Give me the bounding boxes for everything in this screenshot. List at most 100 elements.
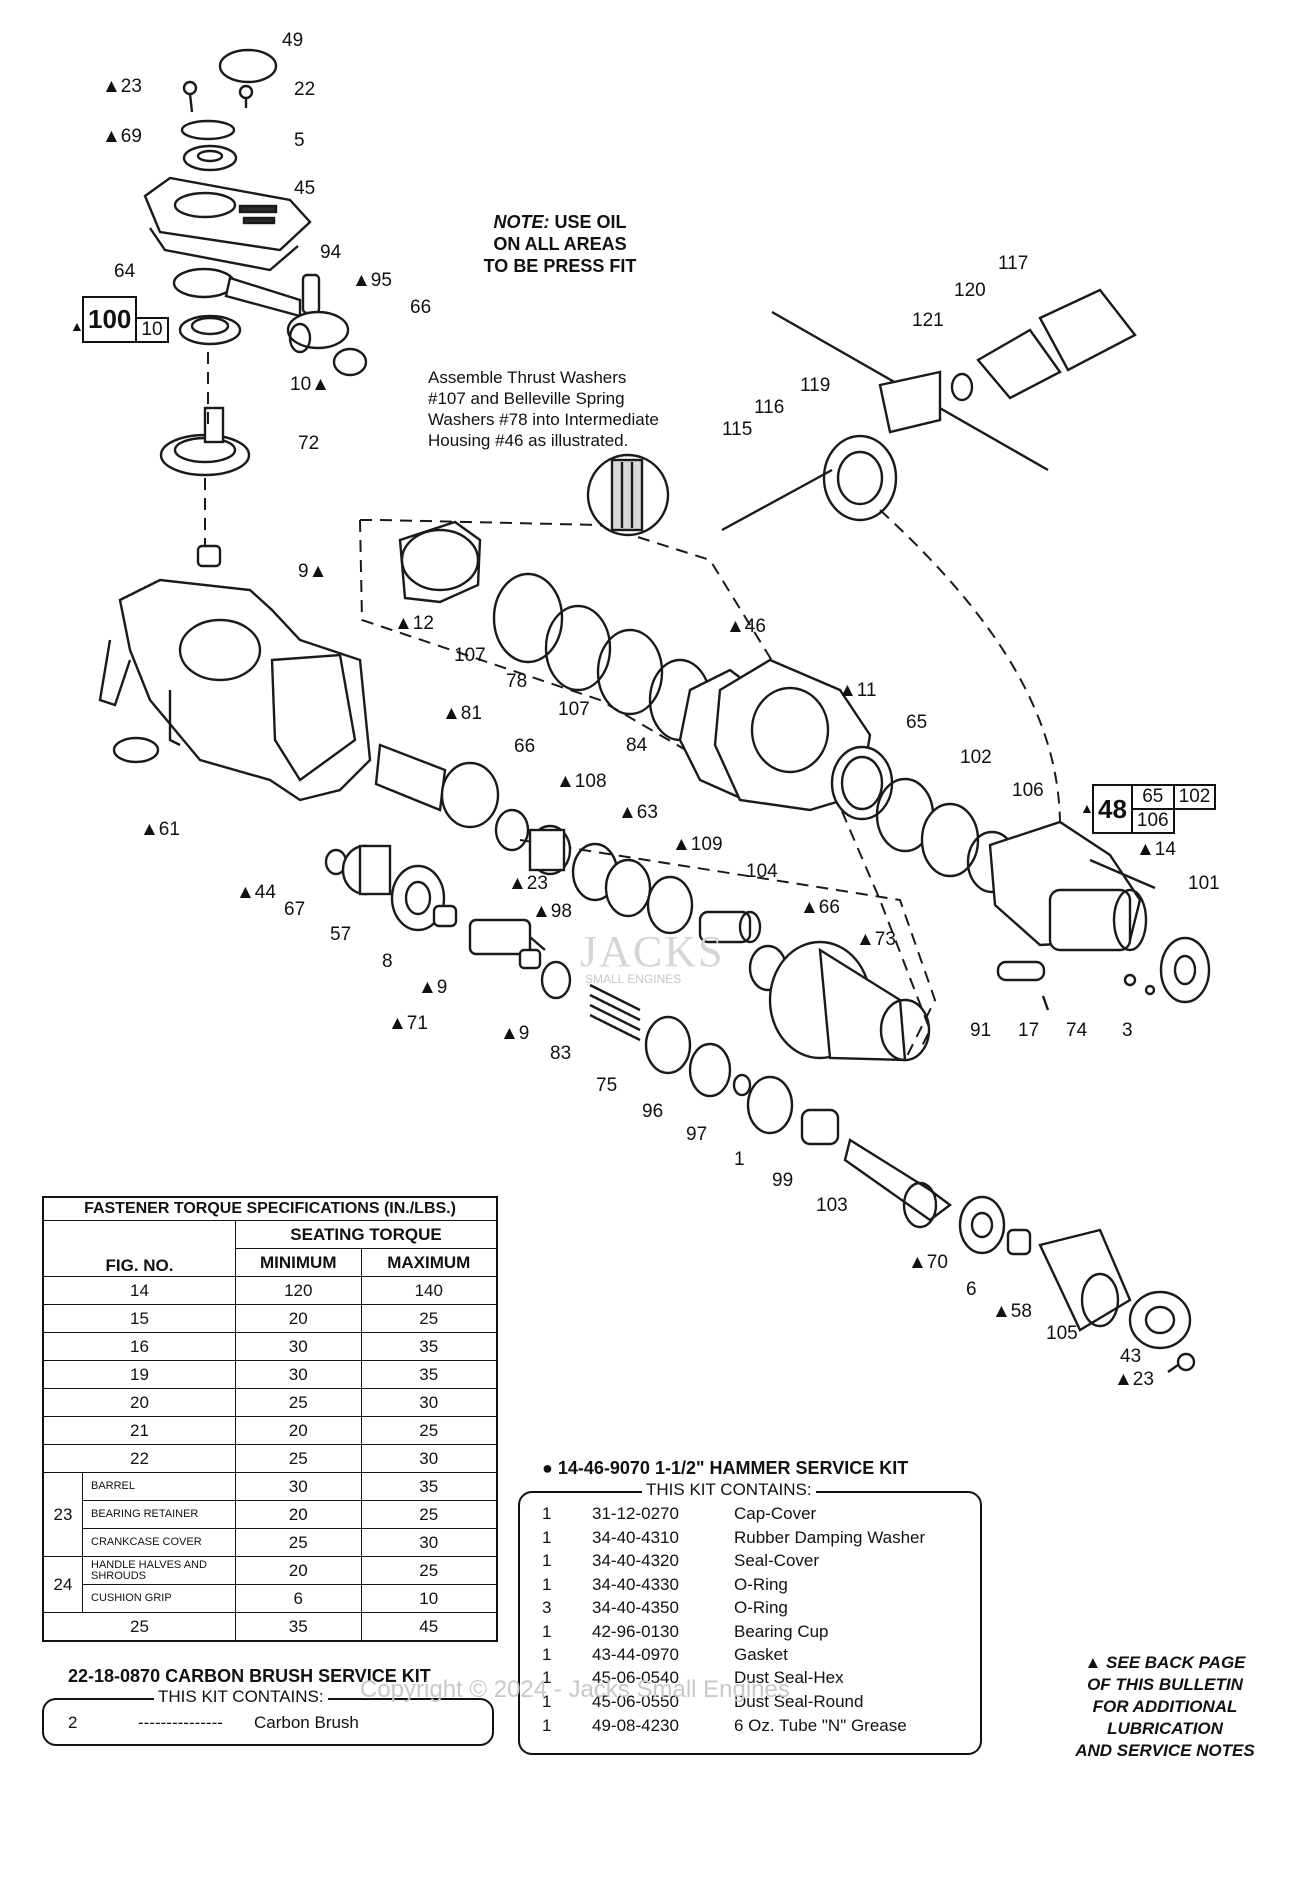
table-row: BEARING RETAINER 20 25 (43, 1500, 498, 1529)
label-23: ▲23 (102, 76, 142, 97)
max-cell: 45 (360, 1612, 498, 1642)
kit-desc: Dust Seal-Hex (734, 1668, 844, 1687)
part-1-retaining-ring (732, 1073, 752, 1097)
ref-48-item: 106 (1130, 808, 1175, 834)
kit-qty: 1 (542, 1575, 552, 1594)
kit-part: 49-08-4230 (592, 1716, 679, 1735)
min-cell: 30 (235, 1360, 362, 1389)
part-45-crankcase-cover (143, 176, 312, 252)
min-cell: 30 (235, 1472, 362, 1501)
hammer-kit-title: ● 14-46-9070 1-1/2" HAMMER SERVICE KIT (542, 1458, 909, 1478)
header-maximum: MAXIMUM (360, 1248, 498, 1277)
footnote-line: ▲ SEE BACK PAGE (1084, 1653, 1246, 1672)
kit-desc: O-Ring (734, 1575, 788, 1594)
label-94: 94 (320, 242, 342, 263)
part-117-side-handle (976, 288, 1137, 400)
part-23-screw-2 (1167, 1352, 1196, 1373)
press-fit-note: NOTE: USE OIL ON ALL AREAS TO BE PRESS F… (440, 211, 680, 277)
part-9-needle-bearing (196, 544, 222, 568)
label-67: 67 (284, 899, 306, 920)
label-121: 121 (912, 310, 944, 331)
ref-48-item: 102 (1172, 784, 1217, 810)
part-cell: BARREL (82, 1472, 236, 1501)
part-101-dust-seal (1159, 936, 1211, 1004)
label-104: 104 (746, 861, 778, 882)
max-cell: 140 (360, 1276, 498, 1305)
label-91: 91 (970, 1020, 992, 1041)
kit-desc: O-Ring (734, 1598, 788, 1617)
part-63-washer-2 (604, 858, 652, 918)
label-14: ▲14 (1136, 839, 1176, 860)
part-44-crankcase (98, 578, 372, 802)
ref-triangle: ▲ (70, 318, 84, 334)
part-95-wrist-pin (286, 310, 350, 354)
label-117: 117 (998, 253, 1029, 274)
kit-desc: Seal-Cover (734, 1551, 820, 1570)
kit-qty: 1 (542, 1551, 552, 1570)
label-106: 106 (1012, 780, 1044, 801)
label-70: ▲70 (908, 1252, 948, 1273)
max-cell: 25 (360, 1304, 498, 1333)
kit-qty: 1 (542, 1668, 552, 1687)
table-row: CUSHION GRIP 6 10 (43, 1584, 498, 1613)
kit-part: 31-12-0270 (592, 1504, 679, 1523)
label-64: 64 (114, 261, 136, 282)
label-73: ▲73 (856, 929, 896, 950)
label-120: 120 (954, 280, 986, 301)
label-63: ▲63 (618, 802, 658, 823)
label-99: 99 (772, 1170, 794, 1191)
note-line-3: TO BE PRESS FIT (483, 256, 637, 276)
min-cell: 25 (235, 1528, 362, 1557)
label-103: 103 (816, 1195, 848, 1216)
min-cell: 25 (235, 1444, 362, 1473)
part-5-bearing (182, 144, 238, 172)
kit-part: 34-40-4330 (592, 1575, 679, 1594)
carbon-kit-contains: THIS KIT CONTAINS: (154, 1687, 328, 1707)
label-61: ▲61 (140, 819, 180, 840)
part-120-washer (950, 372, 974, 402)
kit-part: 45-06-0540 (592, 1668, 679, 1687)
kit-part: 43-44-0970 (592, 1645, 679, 1664)
carbon-kit-title: 22-18-0870 CARBON BRUSH SERVICE KIT (68, 1666, 431, 1686)
min-cell: 6 (235, 1584, 362, 1613)
ref-48-item: 65 (1130, 784, 1175, 810)
part-74-spring (1123, 973, 1137, 987)
label-5: 5 (294, 130, 305, 151)
part-96-clutch (644, 1015, 692, 1075)
part-78-belleville-washer-2 (596, 628, 664, 716)
part-70-shaft (843, 1138, 952, 1229)
kit-qty: 3 (542, 1598, 552, 1617)
min-cell: 20 (235, 1304, 362, 1333)
kit-qty: 1 (542, 1645, 552, 1664)
min-cell: 120 (235, 1276, 362, 1305)
label-78: 78 (506, 671, 528, 692)
part-99-bearing (746, 1075, 794, 1135)
ref-triangle: ▲ (1080, 800, 1094, 816)
part-cell: HANDLE HALVES AND SHROUDS (82, 1556, 236, 1585)
min-cell: 35 (235, 1612, 362, 1642)
label-17: 17 (1018, 1020, 1040, 1041)
fig-cell: 22 (42, 1444, 236, 1473)
part-71-shaft (468, 918, 546, 956)
max-cell: 35 (360, 1332, 498, 1361)
part-58-needle-bearing (1006, 1228, 1032, 1256)
header-fig-no: FIG. NO. (42, 1220, 236, 1277)
kit-desc: Cap-Cover (734, 1504, 817, 1523)
label-83: 83 (550, 1043, 572, 1064)
part-8-bearing (390, 864, 446, 932)
label-23-c: ▲23 (1114, 1369, 1154, 1390)
part-22-screw (238, 84, 254, 108)
min-cell: 30 (235, 1332, 362, 1361)
fig-cell-group: 24 (42, 1556, 83, 1613)
kit-qty: 1 (542, 1528, 552, 1547)
part-66-o-ring (332, 347, 368, 377)
part-48-front-housing (988, 820, 1148, 952)
part-100-connecting-rod (172, 267, 302, 346)
label-108: ▲108 (556, 771, 607, 792)
